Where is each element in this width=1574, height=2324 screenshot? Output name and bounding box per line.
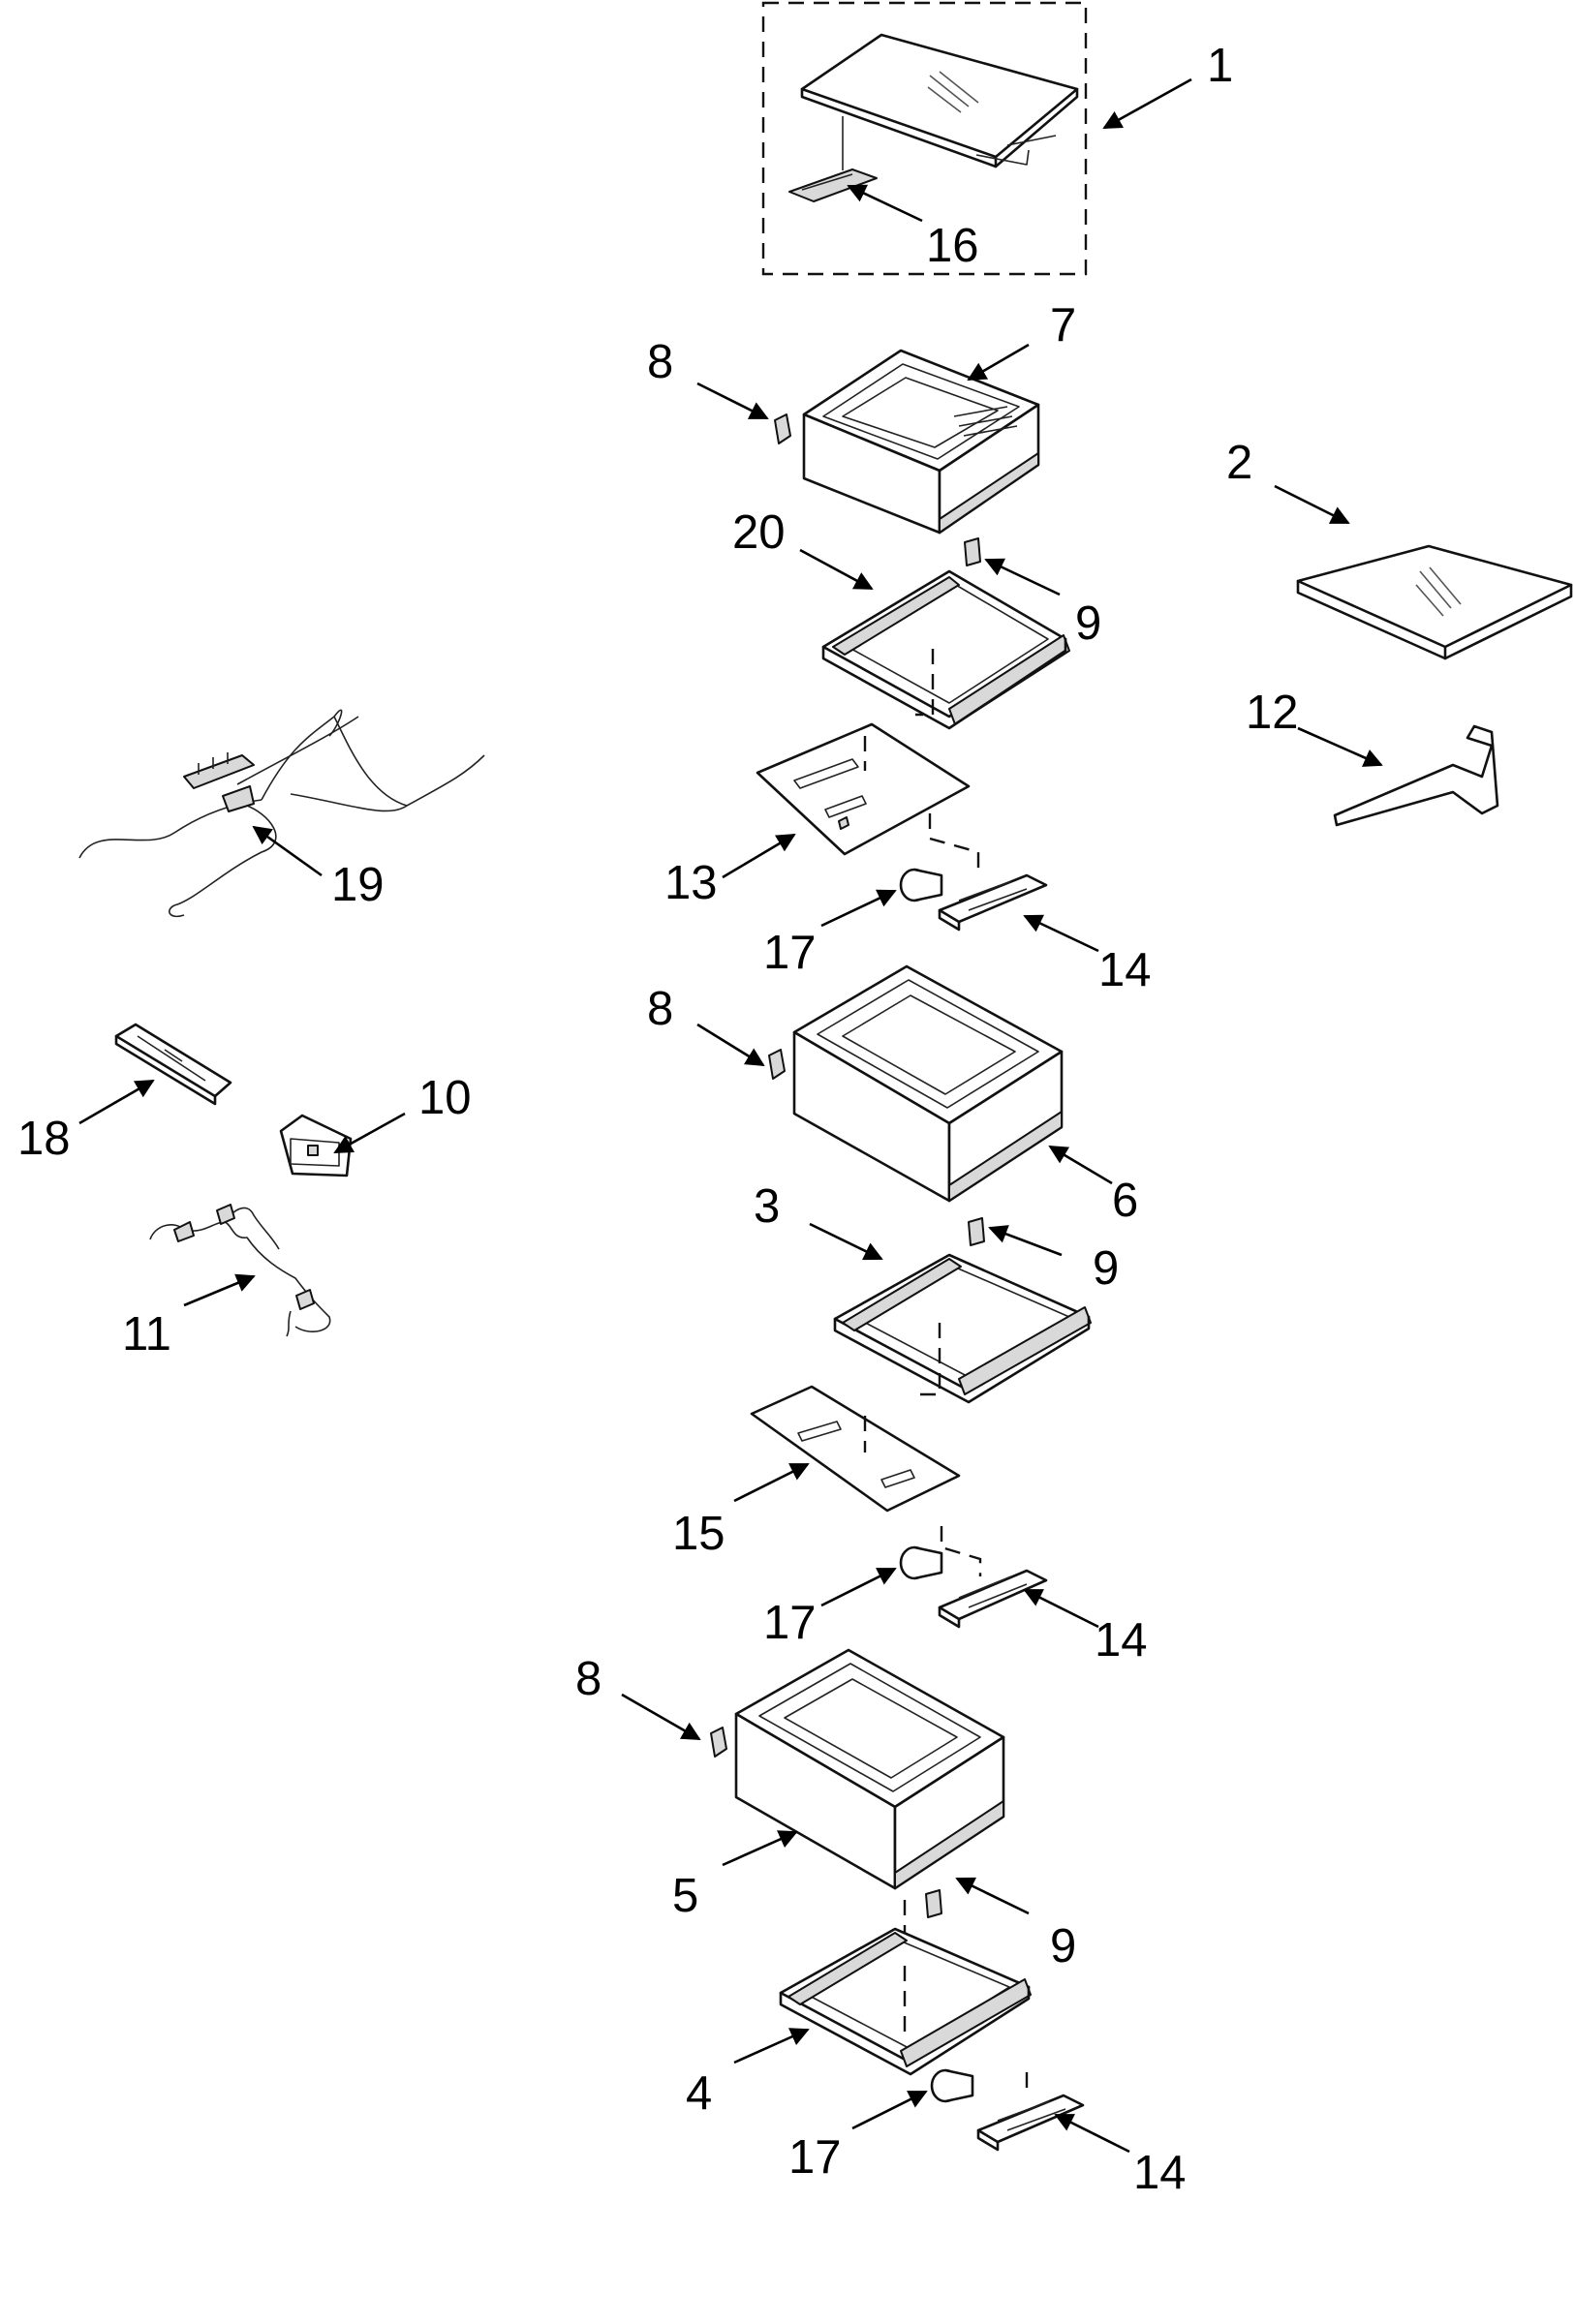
label-part-14-upper: 14 [1098,944,1152,996]
part-14-slide-middle [938,1569,1048,1629]
label-part-17-upper: 17 [763,927,817,979]
part-9-clip-lower [925,1889,942,1918]
label-part-7: 7 [1050,299,1076,352]
leader-8-middle [696,1023,765,1067]
leader-19 [252,825,323,877]
leader-9-middle [988,1225,1063,1257]
label-part-9-upper: 9 [1075,597,1101,650]
leader-14-middle [1023,1588,1099,1629]
part-18-light-housing [114,1023,232,1106]
leader-17-lower [851,2090,928,2130]
label-part-18: 18 [17,1113,71,1165]
part-11-wire-harness [149,1204,331,1337]
label-part-14-lower: 14 [1133,2147,1187,2199]
leader-1 [1102,77,1192,130]
part-17-roller-lower [930,2068,974,2103]
label-part-12: 12 [1246,687,1299,739]
part-17-roller-upper [899,868,943,902]
part-8-clip-upper [774,413,791,444]
part-1-shelf-assembly [761,1,1088,276]
part-7-deli-drawer [802,349,1040,535]
label-part-2: 2 [1226,437,1252,489]
part-9-clip-middle [968,1217,985,1246]
callout-labels: 1 2 3 4 5 6 7 8 8 8 9 9 9 10 11 12 13 14… [17,40,1299,2199]
part-8-clip-middle [768,1049,786,1080]
label-part-16: 16 [926,220,979,272]
label-part-6: 6 [1112,1175,1138,1227]
leader-10 [333,1112,406,1154]
part-10-light-shield [279,1114,353,1177]
part-8-clip-lower [710,1727,727,1758]
part-12-bracket [1333,724,1499,827]
leader-3 [809,1222,883,1261]
leader-12 [1297,726,1383,767]
label-part-17-middle: 17 [763,1597,817,1649]
label-part-20: 20 [732,506,786,559]
leader-14-upper [1023,914,1099,953]
part-9-clip-upper [964,537,981,566]
label-part-11: 11 [122,1308,171,1361]
leader-14-lower [1054,2113,1130,2154]
leader-15 [733,1462,810,1503]
leader-2 [1274,484,1350,525]
part-14-slide-lower [976,2094,1085,2152]
label-part-10: 10 [418,1072,472,1124]
label-part-8-upper: 8 [647,336,673,388]
part-19-wire-harness [78,709,485,918]
leader-20 [799,548,874,591]
label-part-1: 1 [1207,40,1233,92]
dash-guide-4 [903,1966,1029,2097]
part-5-crisper-drawer [734,1648,1005,1890]
leader-8-lower [621,1693,701,1741]
label-part-17-lower: 17 [788,2131,842,2184]
part-13-cover-plate [756,722,971,856]
part-15-cover-plate [750,1385,961,1513]
part-14-slide-upper [938,873,1048,932]
leader-13 [722,833,796,879]
dash-guide-3 [920,1323,941,1396]
label-part-8-middle: 8 [647,983,673,1035]
leader-arrows [78,77,1383,2154]
leader-16 [847,184,923,223]
part-2-glass-shelf [1296,544,1573,660]
leader-4 [733,2028,810,2064]
label-part-15: 15 [672,1508,725,1560]
leader-7 [967,343,1030,382]
label-part-19: 19 [331,859,385,911]
label-part-9-middle: 9 [1093,1242,1119,1295]
part-6-crisper-drawer [792,964,1064,1203]
leader-11 [183,1273,256,1307]
leader-8-upper [696,382,769,420]
label-part-4: 4 [686,2067,712,2120]
label-part-14-middle: 14 [1095,1614,1148,1667]
leader-6 [1048,1145,1113,1185]
part-20-slide-frame [821,569,1070,730]
label-part-9-lower: 9 [1050,1920,1076,1972]
leader-9-lower [955,1877,1030,1915]
part-3-slide-frame [833,1253,1092,1404]
leader-5 [722,1830,798,1867]
leader-17-upper [820,889,897,928]
dash-guide-13 [863,736,980,875]
leader-17-middle [820,1567,897,1607]
label-part-8-lower: 8 [575,1653,602,1705]
part-17-roller-middle [899,1545,943,1580]
leader-9-upper [984,558,1061,596]
dash-guide-20 [915,649,935,717]
label-part-3: 3 [754,1180,780,1233]
leader-18 [78,1079,155,1125]
label-part-5: 5 [672,1870,698,1922]
dash-guide-15 [863,1416,982,1576]
label-part-13: 13 [664,857,718,909]
